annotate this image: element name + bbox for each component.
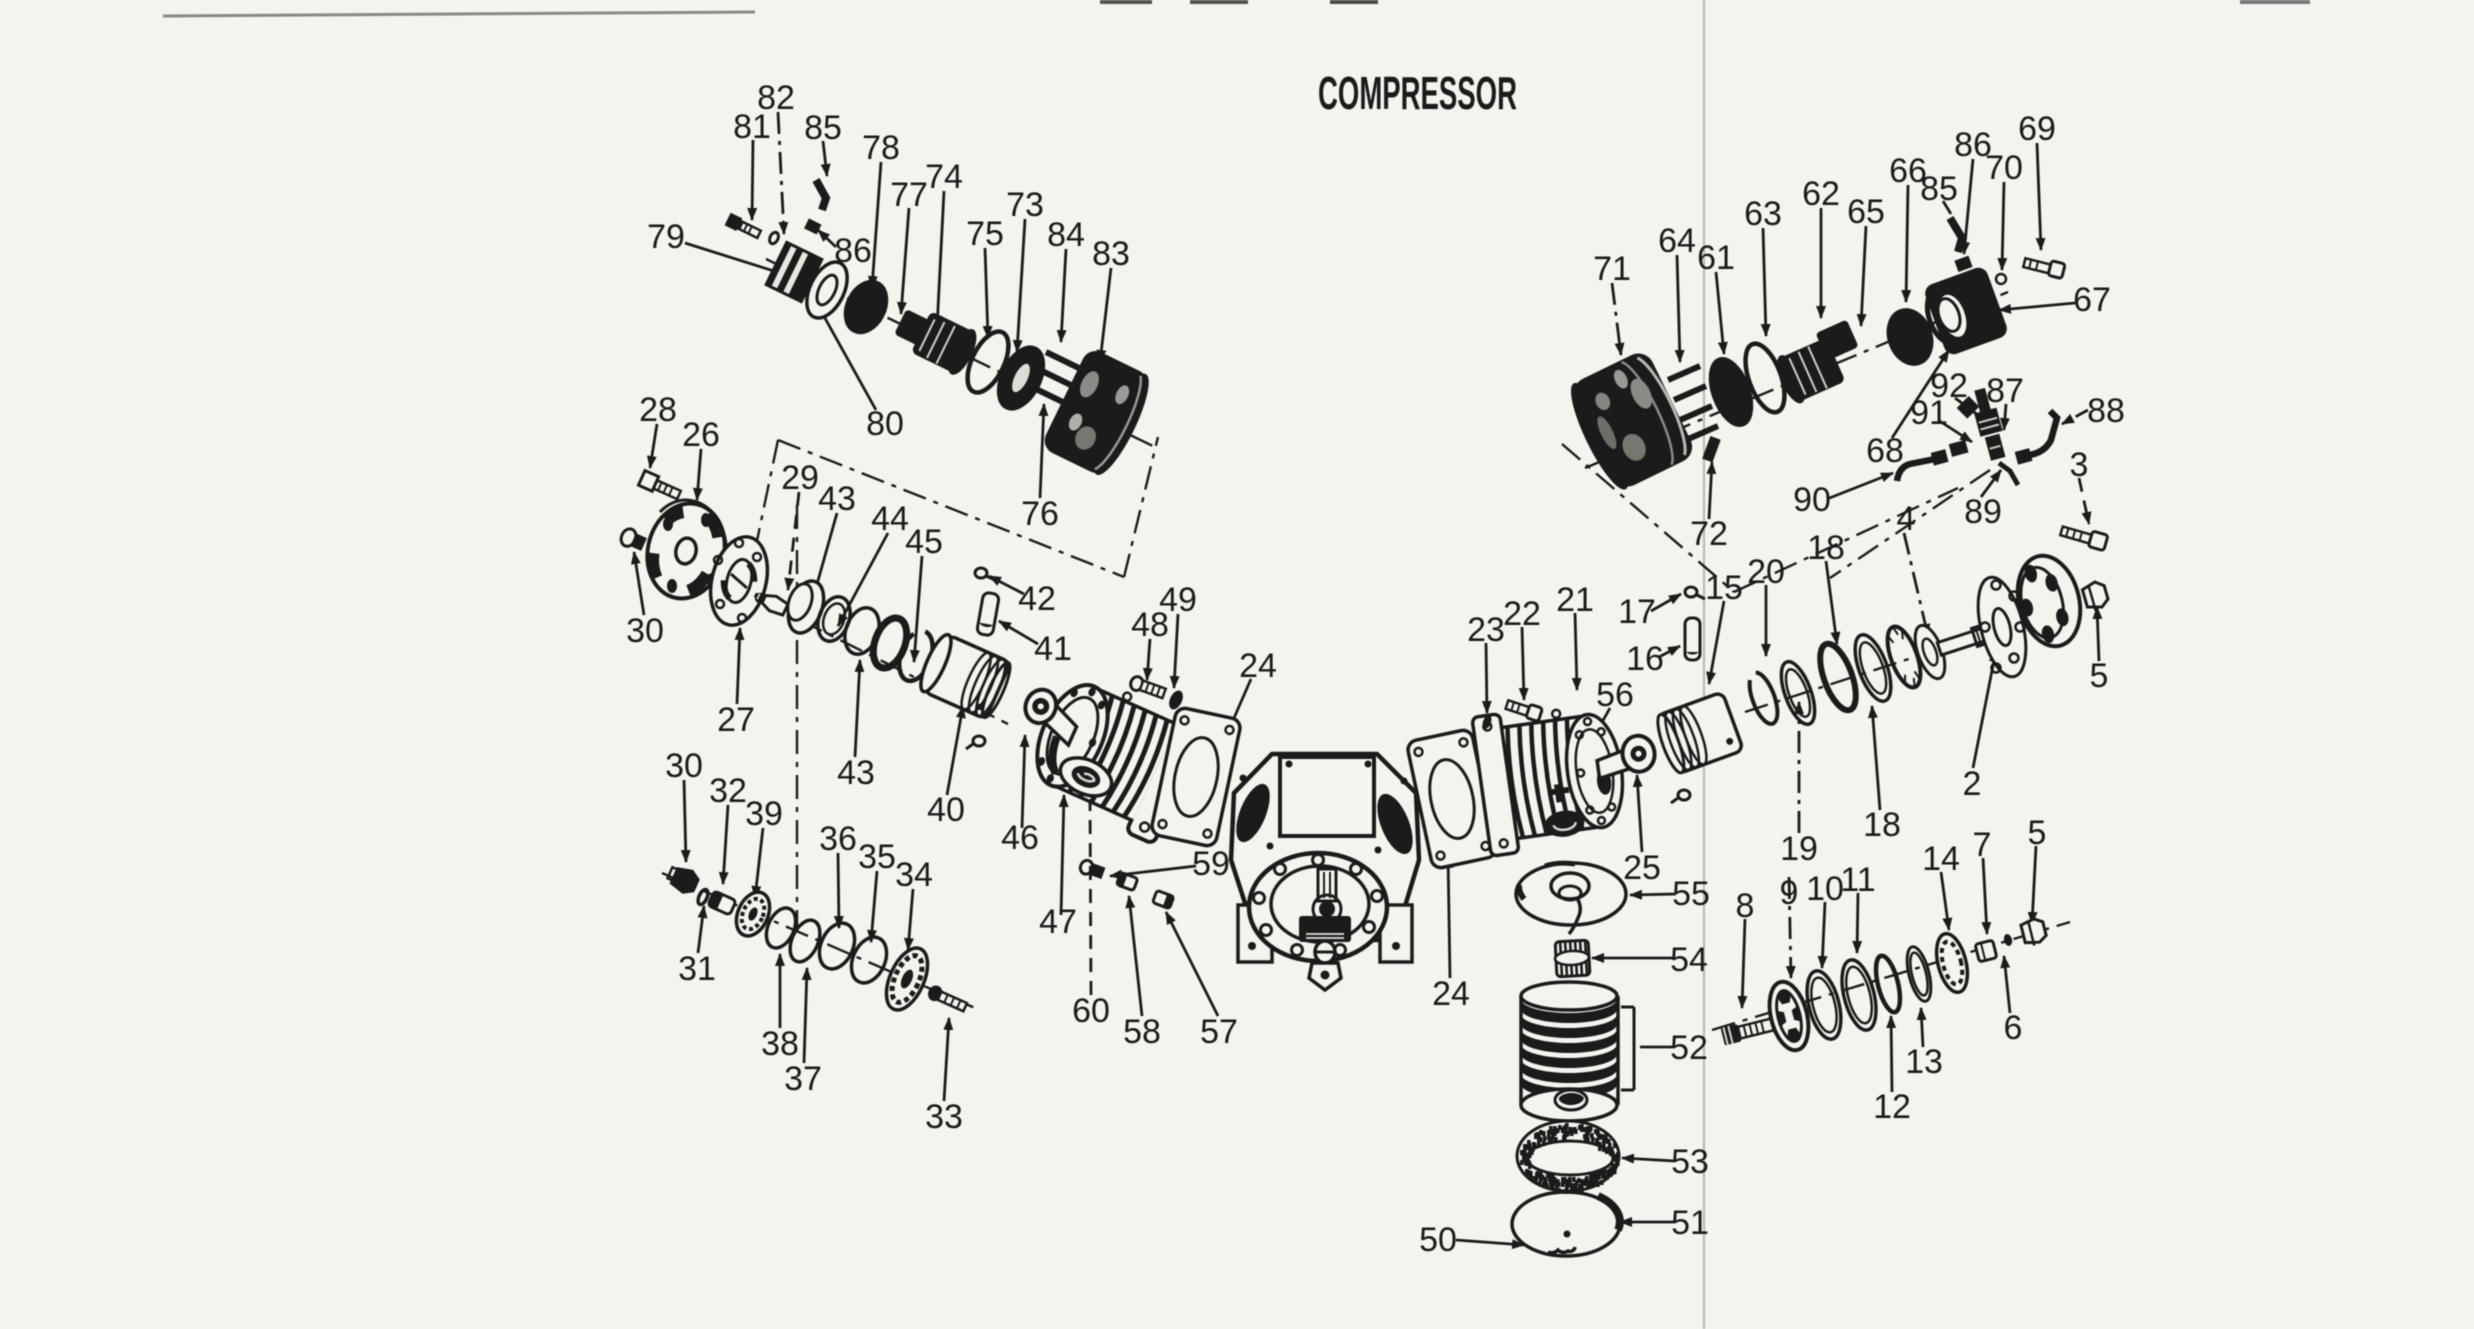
svg-text:80: 80: [866, 405, 904, 443]
svg-text:20: 20: [1747, 553, 1785, 591]
svg-text:13: 13: [1905, 1043, 1943, 1081]
svg-text:4: 4: [1897, 500, 1916, 538]
svg-text:92: 92: [1930, 367, 1968, 405]
svg-text:34: 34: [895, 856, 933, 894]
svg-text:32: 32: [709, 772, 747, 810]
svg-text:11: 11: [1840, 861, 1875, 899]
svg-text:60: 60: [1072, 992, 1110, 1030]
svg-text:64: 64: [1658, 222, 1696, 260]
svg-text:30: 30: [626, 612, 664, 650]
svg-text:44: 44: [871, 500, 909, 538]
svg-text:27: 27: [717, 701, 755, 739]
svg-text:9: 9: [1780, 874, 1799, 912]
svg-text:85: 85: [804, 109, 842, 147]
svg-text:87: 87: [1986, 372, 2024, 410]
svg-text:45: 45: [905, 523, 943, 561]
svg-text:7: 7: [1973, 826, 1992, 864]
svg-text:46: 46: [1001, 819, 1039, 857]
svg-text:33: 33: [925, 1098, 963, 1136]
svg-text:2: 2: [1963, 765, 1982, 803]
svg-text:85: 85: [1920, 170, 1958, 208]
svg-text:63: 63: [1744, 195, 1782, 233]
svg-text:62: 62: [1802, 175, 1840, 213]
svg-text:30: 30: [665, 747, 703, 785]
svg-text:24: 24: [1432, 975, 1470, 1013]
svg-text:42: 42: [1018, 580, 1056, 618]
svg-text:83: 83: [1092, 235, 1130, 273]
svg-text:82: 82: [757, 79, 795, 117]
svg-text:78: 78: [862, 129, 900, 167]
svg-text:89: 89: [1964, 493, 2002, 531]
svg-text:39: 39: [745, 795, 783, 833]
svg-text:5: 5: [2028, 814, 2047, 852]
svg-text:18: 18: [1863, 806, 1901, 844]
svg-text:84: 84: [1047, 216, 1085, 254]
svg-text:16: 16: [1626, 640, 1664, 678]
svg-text:22: 22: [1503, 595, 1541, 633]
svg-text:61: 61: [1697, 239, 1735, 277]
svg-text:38: 38: [761, 1025, 799, 1063]
svg-text:88: 88: [2087, 392, 2125, 430]
svg-text:57: 57: [1200, 1013, 1238, 1051]
svg-text:25: 25: [1623, 849, 1661, 887]
svg-text:51: 51: [1671, 1204, 1709, 1242]
svg-text:50: 50: [1419, 1221, 1457, 1259]
svg-text:69: 69: [2018, 110, 2056, 148]
svg-text:66: 66: [1889, 152, 1927, 190]
svg-text:58: 58: [1123, 1013, 1161, 1051]
svg-text:18: 18: [1807, 529, 1845, 567]
svg-text:73: 73: [1006, 186, 1044, 224]
svg-text:26: 26: [682, 416, 720, 454]
svg-text:79: 79: [647, 218, 685, 256]
svg-text:65: 65: [1847, 193, 1885, 231]
svg-text:36: 36: [819, 820, 857, 858]
svg-text:43: 43: [818, 480, 856, 518]
svg-text:6: 6: [2004, 1009, 2023, 1047]
svg-text:75: 75: [966, 215, 1004, 253]
svg-text:10: 10: [1806, 870, 1844, 908]
svg-text:86: 86: [1954, 126, 1992, 164]
svg-text:77: 77: [890, 176, 928, 214]
svg-text:19: 19: [1780, 830, 1818, 868]
svg-text:37: 37: [784, 1060, 822, 1098]
svg-text:68: 68: [1866, 432, 1904, 470]
svg-text:14: 14: [1922, 840, 1960, 878]
svg-text:86: 86: [834, 232, 872, 270]
svg-text:12: 12: [1873, 1088, 1911, 1126]
svg-text:41: 41: [1034, 630, 1072, 668]
svg-text:53: 53: [1671, 1143, 1709, 1181]
svg-text:91: 91: [1910, 394, 1948, 432]
svg-text:28: 28: [639, 391, 677, 429]
svg-text:70: 70: [1985, 149, 2023, 187]
svg-text:3: 3: [2070, 446, 2089, 484]
svg-text:21: 21: [1556, 581, 1594, 619]
svg-text:23: 23: [1467, 611, 1505, 649]
svg-text:76: 76: [1021, 495, 1059, 533]
svg-text:81: 81: [733, 108, 771, 146]
svg-text:67: 67: [2073, 281, 2111, 319]
svg-text:5: 5: [2090, 657, 2109, 695]
svg-text:54: 54: [1670, 941, 1708, 979]
svg-text:29: 29: [781, 459, 819, 497]
svg-text:72: 72: [1690, 515, 1728, 553]
svg-text:56: 56: [1596, 676, 1634, 714]
svg-text:90: 90: [1793, 481, 1831, 519]
svg-text:15: 15: [1705, 569, 1743, 607]
svg-text:47: 47: [1039, 903, 1077, 941]
svg-text:55: 55: [1672, 875, 1710, 913]
svg-text:43: 43: [837, 754, 875, 792]
svg-text:24: 24: [1239, 647, 1277, 685]
svg-text:17: 17: [1618, 593, 1656, 631]
svg-text:59: 59: [1192, 845, 1230, 883]
svg-text:35: 35: [858, 838, 896, 876]
svg-text:COMPRESSOR: COMPRESSOR: [1318, 67, 1517, 119]
svg-text:8: 8: [1736, 887, 1755, 925]
svg-text:71: 71: [1593, 250, 1631, 288]
svg-text:49: 49: [1159, 581, 1197, 619]
svg-text:48: 48: [1131, 606, 1169, 644]
svg-text:31: 31: [678, 950, 716, 988]
svg-text:40: 40: [927, 791, 965, 829]
svg-text:74: 74: [925, 158, 963, 196]
svg-text:52: 52: [1670, 1029, 1708, 1067]
